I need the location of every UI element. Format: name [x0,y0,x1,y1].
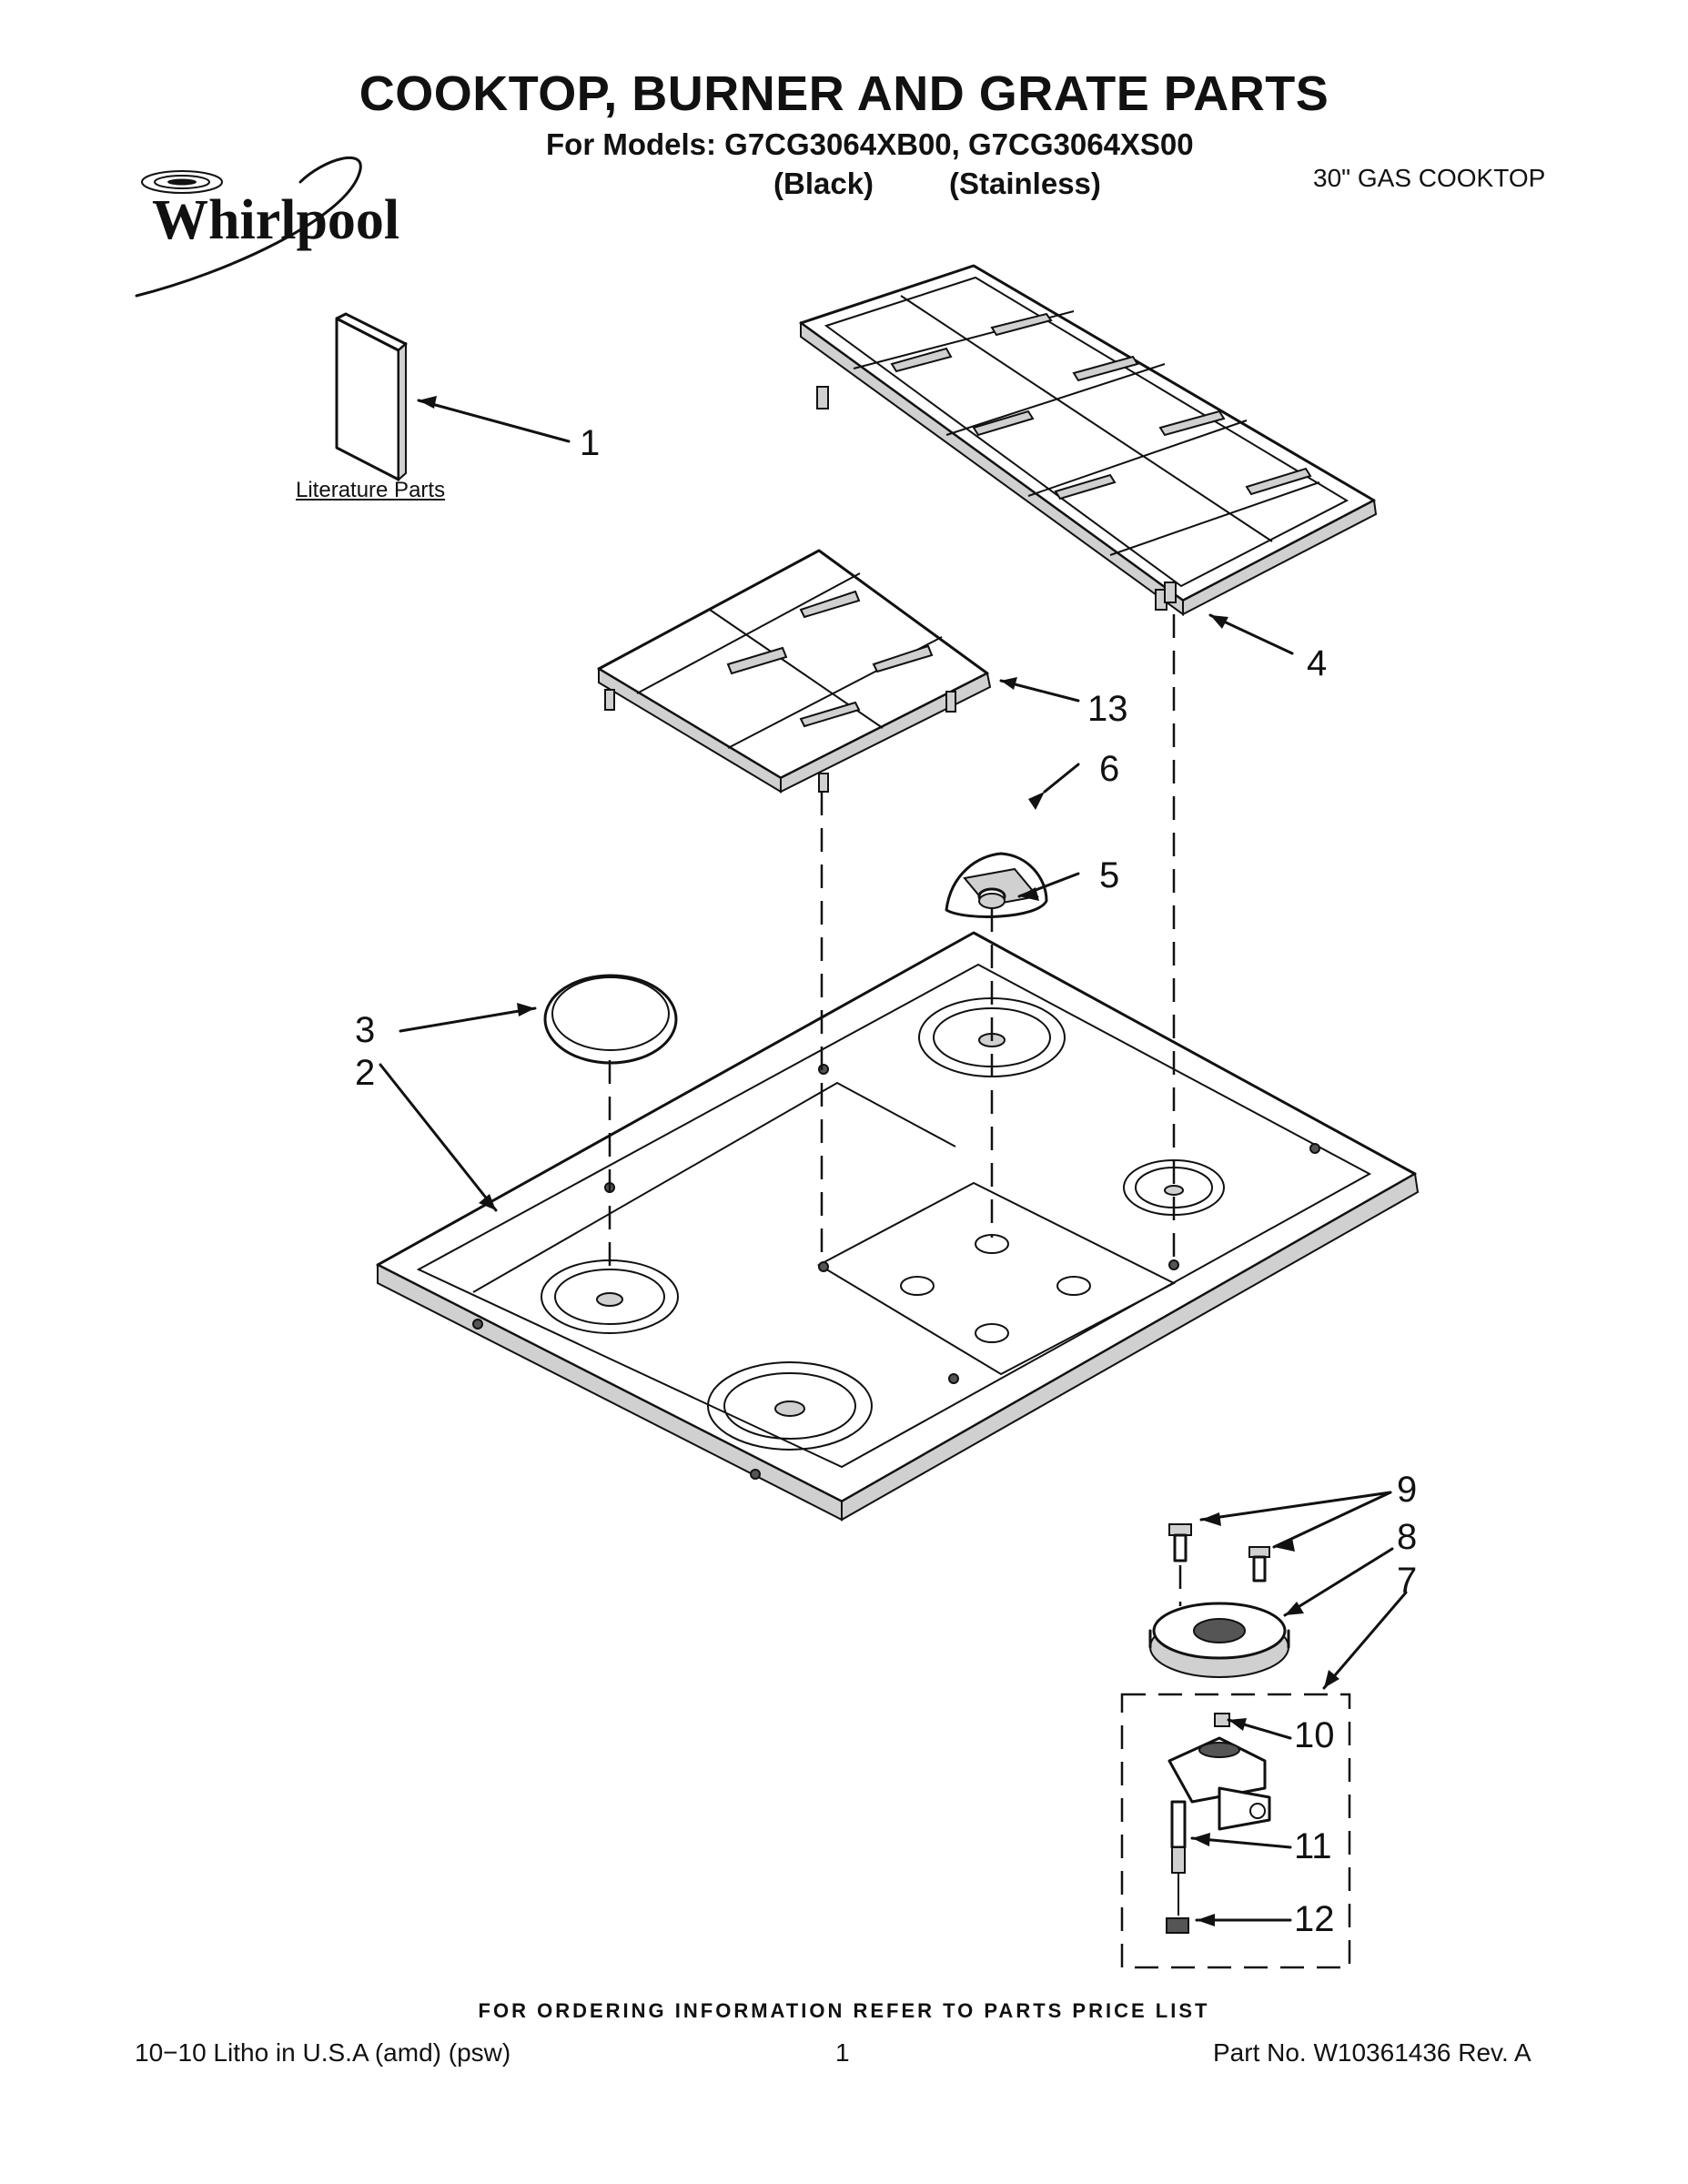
finish-stainless-label: (Stainless) [949,167,1101,200]
finish-black-label: (Black) [773,167,874,200]
callout-8: 8 [1397,1517,1417,1557]
large-grate [799,264,1378,616]
burner-cap [543,974,678,1065]
burner-base [1148,1602,1290,1678]
callout-3: 3 [355,1010,375,1050]
brand-wordmark: Whirlpool [152,189,399,251]
callout-5: 5 [1099,855,1119,895]
leader-arrowheads [419,396,1339,1926]
burner-assembly-box [1120,1693,1351,1969]
part-number: Part No. W10361436 Rev. A [1213,2038,1531,2067]
callout-4: 4 [1307,643,1327,683]
footer-litho: 10−10 Litho in U.S.A (amd) (psw) [135,2038,511,2067]
callout-12: 12 [1294,1899,1335,1939]
page-title: COOKTOP, BURNER AND GRATE PARTS [359,66,1329,121]
page-number: 1 [835,2038,850,2067]
literature-parts [335,312,408,482]
burner-screws [1168,1523,1270,1582]
callout-7: 7 [1397,1561,1417,1601]
callout-11: 11 [1294,1826,1332,1866]
product-type-label: 30" GAS COOKTOP [1313,164,1546,192]
literature-parts-label: Literature Parts [296,478,446,502]
models-line: For Models: G7CG3064XB00, G7CG3064XS00 [546,127,1194,161]
callout-2: 2 [355,1053,375,1093]
callout-9: 9 [1397,1470,1417,1510]
cooktop-main-top [376,931,1420,1522]
valve-assembly [1166,1713,1271,1934]
callout-1: 1 [580,423,600,463]
small-grate [597,549,992,794]
knob-bezel [977,887,1006,909]
callout-13: 13 [1087,689,1128,729]
callout-6: 6 [1099,749,1119,789]
callout-10: 10 [1294,1715,1335,1755]
ordering-note: FOR ORDERING INFORMATION REFER TO PARTS … [478,1999,1210,2022]
whirlpool-logo-icon: Whirlpool [135,156,399,298]
